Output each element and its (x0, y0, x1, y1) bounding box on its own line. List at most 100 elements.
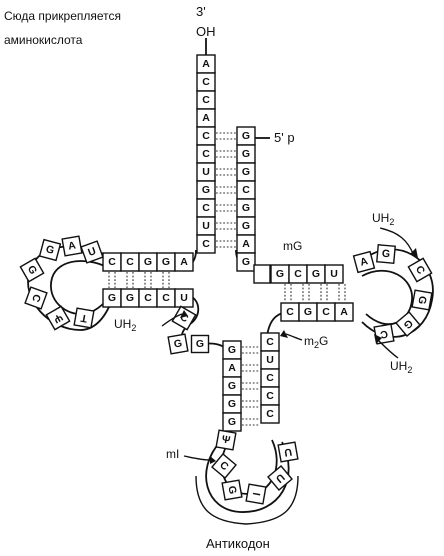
d-bottom-nuc-1-letter: G (126, 292, 134, 304)
acceptor-3-nuc-8: C (196, 198, 216, 218)
acceptor-3-nuc-6-letter: U (202, 166, 210, 178)
anticodon-right-nuc-0-letter: C (266, 336, 274, 348)
acceptor-5-nuc-6: A (236, 234, 256, 254)
d-loop-nuc-1-letter: A (67, 239, 77, 252)
d-loop-nuc-1-box (61, 235, 83, 257)
variable-nuc-1-letter: G (173, 337, 183, 350)
five-prime-label: 5' p (274, 130, 295, 145)
d-loop-nuc-4: C (24, 286, 48, 310)
anticodon-left-nuc-1: A (222, 358, 242, 378)
t-loop-nuc-4: G (395, 311, 421, 337)
anticodon-right-nuc-3: C (260, 386, 280, 406)
d-loop-inner (50, 260, 113, 315)
uh2-bottom-right-arrowhead (374, 334, 382, 344)
acceptor-5-nuc-5-letter: G (242, 220, 250, 232)
d-bottom-nuc-4-box (174, 288, 194, 308)
acceptor-3-nuc-3-letter: A (202, 112, 210, 124)
anticodon-loop-nuc-3-box (245, 483, 267, 505)
variable-nuc-2: G (190, 334, 210, 354)
anticodon-loop-nuc-4-box (267, 465, 293, 491)
anticodon-loop-nuc-5-box (277, 441, 299, 463)
d-top-nuc-1-letter: C (126, 256, 134, 268)
d-top-nuc-2-letter: G (144, 256, 152, 268)
acceptor-3-nuc-7: G (196, 180, 216, 200)
base-pairs (108, 132, 346, 426)
d-loop-nuc-4-box (24, 286, 48, 310)
anticodon-left-nuc-1-letter: A (228, 362, 236, 374)
d-bottom-nuc-1: G (120, 288, 140, 308)
anticodon-right-nuc-4: C (260, 404, 280, 424)
uh2-left-arrowhead (180, 310, 188, 318)
anticodon-right-nuc-1: U (260, 350, 280, 370)
d-loop-nuc-5: Ψ (45, 305, 71, 331)
anticodon-right-nuc-4-letter: C (266, 408, 274, 420)
acceptor-3-nuc-10-letter: C (202, 238, 210, 250)
t-loop-nuc-4-box (395, 311, 421, 337)
d-bottom-nuc-4: U (174, 288, 194, 308)
d-loop-nuc-0-letter: U (86, 245, 97, 259)
d-top-nuc-4-letter: A (180, 256, 188, 268)
acceptor-3-nuc-1-letter: C (202, 76, 210, 88)
anticodon-right-nuc-4-box (260, 404, 280, 424)
t-bottom-nuc-0: C (280, 302, 300, 322)
acceptor-5-nuc-2: G (236, 162, 256, 182)
anticodon-bracket (195, 475, 299, 525)
attach-label-line1: Сюда прикрепляется (4, 9, 121, 23)
t-top-nuc-2-letter: G (312, 268, 320, 280)
anticodon-loop-nuc-4: U (267, 465, 293, 491)
t-top-nuc-1: C (288, 264, 308, 284)
anticodon-left-nuc-4: G (222, 412, 242, 432)
acceptor-3-nuc-5-letter: C (202, 148, 210, 160)
anticodon-loop-nuc-0: Ψ (215, 429, 237, 451)
acceptor-5-nuc-0-letter: G (242, 130, 250, 142)
anticodon-loop-nuc-5: U (277, 441, 299, 463)
variable-nuc-1-box (167, 333, 189, 355)
anticodon-loop-nuc-0-letter: Ψ (221, 433, 231, 446)
acceptor-3-nuc-0-letter: A (202, 58, 210, 70)
d-loop-nuc-0-box (80, 240, 104, 264)
t-loop-inner (361, 269, 413, 326)
d-top-nuc-3: G (156, 252, 176, 272)
mi-arrowhead (210, 456, 216, 464)
uh2-bottom-right-arrow (377, 339, 399, 359)
anticodon-right-nuc-0: C (260, 332, 280, 352)
variable-nuc-0-box (171, 305, 197, 331)
t-top-nuc-1-letter: C (294, 268, 302, 280)
acceptor-3-nuc-3: A (196, 108, 216, 128)
t-loop-nuc-0-box (352, 250, 376, 274)
anticodon-right-nuc-3-letter: C (266, 390, 274, 402)
anticodon-loop-outline (205, 441, 290, 513)
d-top-nuc-0: C (102, 252, 122, 272)
t-top-nuc-3-letter: U (330, 268, 338, 280)
d-loop-nuc-2-letter: G (45, 243, 56, 257)
d-loop-nuc-0: U (80, 240, 104, 264)
acceptor-3-nuc-2: C (196, 90, 216, 110)
t-loop-nuc-3-box (411, 289, 433, 311)
acceptor-3-nuc-8-letter: C (202, 202, 210, 214)
acceptor-3-nuc-10: C (196, 234, 216, 254)
anticodon-loop-nuc-1: C (211, 453, 237, 479)
variable-nuc-0: C (171, 305, 197, 331)
uh2-left-label: UH2 (114, 317, 136, 333)
uh2-top-right-label: UH2 (372, 211, 394, 227)
anticodon-left-nuc-2-letter: G (228, 380, 236, 392)
d-loop-nuc-6-box (73, 307, 95, 329)
t-top-nuc-2: G (306, 264, 326, 284)
d-loop-nuc-2-box (38, 238, 62, 262)
t-bottom-nuc-2-letter: C (322, 306, 330, 318)
anticodon-left-nuc-2: G (222, 376, 242, 396)
anticodon-left-nuc-0-letter: G (228, 344, 236, 356)
d-bottom-nuc-3: C (156, 288, 176, 308)
d-top-nuc-1: C (120, 252, 140, 272)
m2g-arrow (285, 333, 303, 341)
m2g-label: m2G (304, 334, 328, 350)
acceptor-5-nuc-6-letter: A (242, 238, 250, 250)
acceptor-3-nuc-1: C (196, 72, 216, 92)
variable-nuc-2-letter: G (196, 338, 204, 350)
d-loop-nuc-3: G (19, 257, 45, 283)
d-top-nuc-3-letter: G (162, 256, 170, 268)
t-loop-nuc-2: C (407, 257, 433, 283)
uh2-bottom-right-label: UH2 (390, 359, 412, 375)
t-loop-nuc-0: A (352, 250, 376, 274)
acceptor-3-nuc-6: U (196, 162, 216, 182)
